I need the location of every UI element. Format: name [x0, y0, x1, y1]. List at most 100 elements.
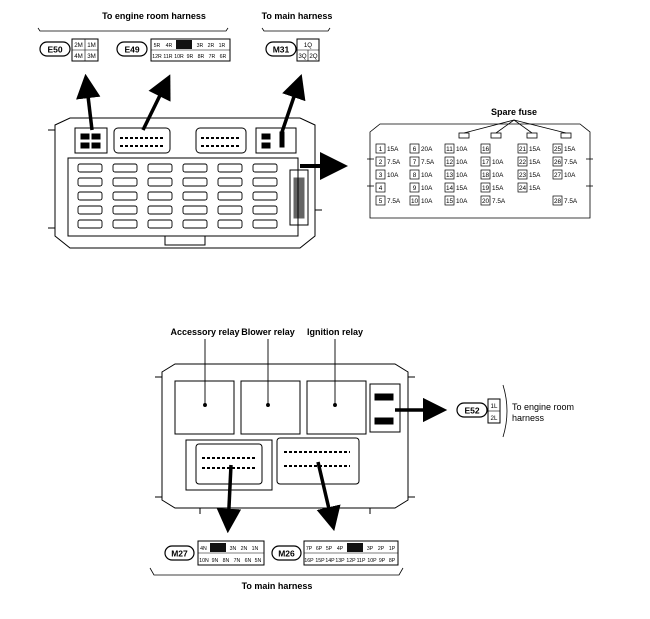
fuse-number: 26: [554, 159, 562, 166]
fuse-number: 2: [379, 159, 383, 166]
main-harness-bracket-bottom: [149, 567, 404, 576]
accessory-relay-socket: [174, 380, 235, 435]
side-connector-top: [289, 169, 309, 226]
fuse-cavity: [112, 163, 138, 173]
fuse-number: 8: [413, 172, 417, 179]
fuse-number-box: [409, 182, 420, 193]
fuse-number: 3: [379, 172, 383, 179]
fuse-cell-2: 2 7.5A: [375, 156, 401, 167]
pin-m26-6p: 6P: [316, 546, 323, 552]
fuse-number-box: [409, 156, 420, 167]
fuse-rating: 7.5A: [492, 198, 506, 205]
top-fuse-block: [48, 117, 322, 249]
fuse-cavity: [112, 177, 138, 187]
relay-leaders: [203, 339, 337, 407]
fuse-number: 27: [554, 172, 562, 179]
pin-e49-11r: 11R: [163, 54, 172, 60]
fuse-number: 14: [446, 185, 454, 192]
fuse-number: 11: [446, 146, 453, 153]
top-heading-main-harness: To main harness: [262, 11, 332, 32]
arrow-to-m31: [280, 74, 306, 133]
fuse-number-box: [444, 169, 455, 180]
bottom-block-outline: [161, 363, 409, 509]
engine-room-harness-label: To engine room harness: [102, 11, 206, 21]
connector-e49-name: E49: [124, 45, 139, 55]
fuse-rating: 15A: [529, 172, 541, 179]
fuse-cavity: [112, 219, 138, 229]
fuse-number: 24: [519, 185, 527, 192]
fuse-rating: 10A: [564, 172, 576, 179]
connector-m27: M27 4N 3N 2N 1N 10N 9N 8N 7N 6N 5N: [164, 540, 265, 566]
pin-m26-1p: 1P: [389, 546, 396, 552]
fuse-rating: 10A: [421, 198, 433, 205]
spare-fuse-label: Spare fuse: [491, 107, 537, 117]
connector-m26-key: [347, 543, 363, 552]
fuse-cavity: [77, 191, 103, 201]
accessory-relay-label: Accessory relay: [170, 327, 239, 337]
blower-relay-label: Blower relay: [241, 327, 295, 337]
fuse-number: 16: [482, 146, 490, 153]
fuse-cavity: [182, 191, 208, 201]
fuse-rating: 15A: [456, 185, 468, 192]
pin-e49-8r: 8R: [198, 54, 205, 60]
ignition-relay-label: Ignition relay: [307, 327, 363, 337]
fuse-cavity: [182, 177, 208, 187]
fuse-cavity: [147, 219, 173, 229]
fuse-number: 4: [379, 185, 383, 192]
fuse-number-box: [517, 169, 528, 180]
fuse-cavity: [217, 177, 243, 187]
e49-socket: [113, 127, 171, 154]
top-heading-engine-room: To engine room harness: [37, 11, 229, 32]
connector-m26-oval: [271, 545, 302, 561]
fuse-rating: 15A: [529, 159, 541, 166]
fuse-number: 5: [379, 198, 383, 205]
pin-e49-2r: 2R: [208, 43, 215, 49]
bottom-tab-top: [164, 235, 206, 246]
pin-m26-2p: 2P: [378, 546, 385, 552]
fuse-number-box: [409, 195, 420, 206]
pin-e49-10r: 10R: [174, 54, 184, 60]
connector-m27-key: [210, 543, 226, 552]
spare-fuse-3: [526, 132, 538, 139]
fuse-rating: 7.5A: [387, 159, 401, 166]
pin-m26-16p: 16P: [304, 558, 314, 564]
pin-m27-6n: 6N: [245, 558, 252, 564]
fuse-cavity: [182, 219, 208, 229]
fuse-number-box: [480, 169, 491, 180]
connector-e49: E49 5R 4R 3R 2R 1R 12R 11R 10R 9R 8R 7R …: [116, 38, 231, 62]
ignition-relay-socket: [306, 380, 367, 435]
pin-m26-7p: 7P: [306, 546, 313, 552]
fuse-cavity: [112, 205, 138, 215]
pin-m26-10p: 10P: [367, 558, 377, 564]
fuse-cavity: [217, 191, 243, 201]
fuse-number: 12: [446, 159, 454, 166]
m26-socket: [276, 437, 360, 485]
pin-m31-3q: 3Q: [298, 53, 306, 60]
pin-e49-3r: 3R: [197, 43, 204, 49]
fuse-number: 7: [413, 159, 417, 166]
pin-e50-4m: 4M: [74, 53, 83, 60]
fuse-rating: 7.5A: [564, 198, 578, 205]
fuse-number: 21: [519, 146, 527, 153]
fuse-number-box: [375, 182, 386, 193]
fuse-rating: 7.5A: [564, 159, 578, 166]
fuse-cavity: [182, 163, 208, 173]
fuse-number-box: [444, 182, 455, 193]
arrow-to-e49: [141, 74, 171, 131]
pin-e49-9r: 9R: [187, 54, 194, 60]
fuse-number: 1: [379, 146, 383, 153]
connector-e50-name: E50: [47, 45, 62, 55]
bottom-fuse-block: [155, 363, 415, 514]
pin-m26-4p: 4P: [337, 546, 344, 552]
pin-m26-8p: 8P: [389, 558, 396, 564]
